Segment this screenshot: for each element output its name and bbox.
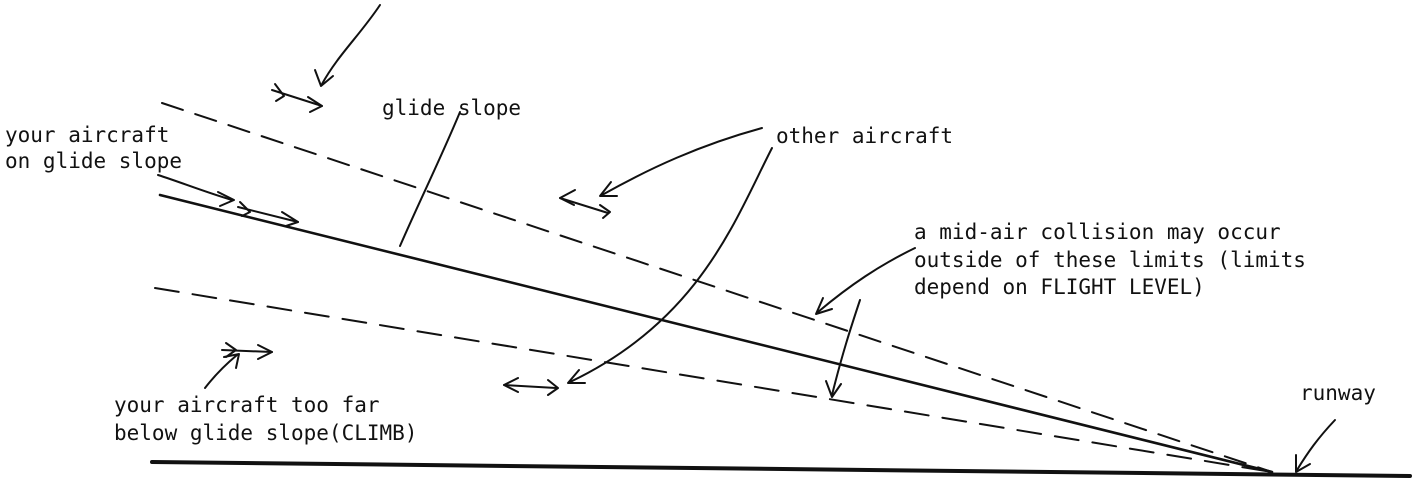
other-aircraft-lower-pointer-arrow: [567, 147, 773, 384]
other-aircraft-upper-pointer-arrow: [599, 127, 763, 197]
label-glide-slope: glide slope: [382, 96, 522, 120]
runway-pointer-arrow: [1295, 419, 1336, 473]
other-aircraft-lower-icon: [503, 377, 559, 396]
your-aircraft-on-glide-slope-icon: [237, 201, 299, 227]
label-too-far-below-line2: below glide slope(CLIMB): [114, 421, 418, 445]
too-far-below-pointer-arrow: [204, 353, 240, 389]
label-runway: runway: [1300, 381, 1376, 405]
label-mid-air-line3: depend on FLIGHT LEVEL): [914, 275, 1205, 299]
aircraft-top-icon: [271, 83, 323, 113]
other-aircraft-upper-icon: [559, 189, 611, 219]
label-too-far-below-line1: your aircraft too far: [114, 393, 380, 417]
label-your-aircraft-line2: on glide slope: [5, 149, 183, 173]
top-pointer-arrow: [314, 4, 381, 87]
label-your-aircraft-line1: your aircraft: [5, 123, 170, 147]
glide-slope-pointer-arrow: [399, 111, 461, 247]
runway-ground-line: [150, 460, 1412, 478]
mid-air-lower-pointer-arrow: [825, 299, 861, 398]
label-mid-air-line2: outside of these limits (limits: [914, 248, 1306, 272]
upper-limit-dashed-line: [161, 102, 1273, 473]
your-aircraft-too-low-icon: [221, 342, 273, 360]
your-aircraft-pointer-arrow: [157, 174, 235, 207]
mid-air-upper-pointer-arrow: [815, 247, 916, 315]
glide-slope-line: [158, 193, 1274, 474]
label-other-aircraft: other aircraft: [776, 124, 954, 148]
label-mid-air-line1: a mid-air collision may occur: [914, 220, 1281, 244]
